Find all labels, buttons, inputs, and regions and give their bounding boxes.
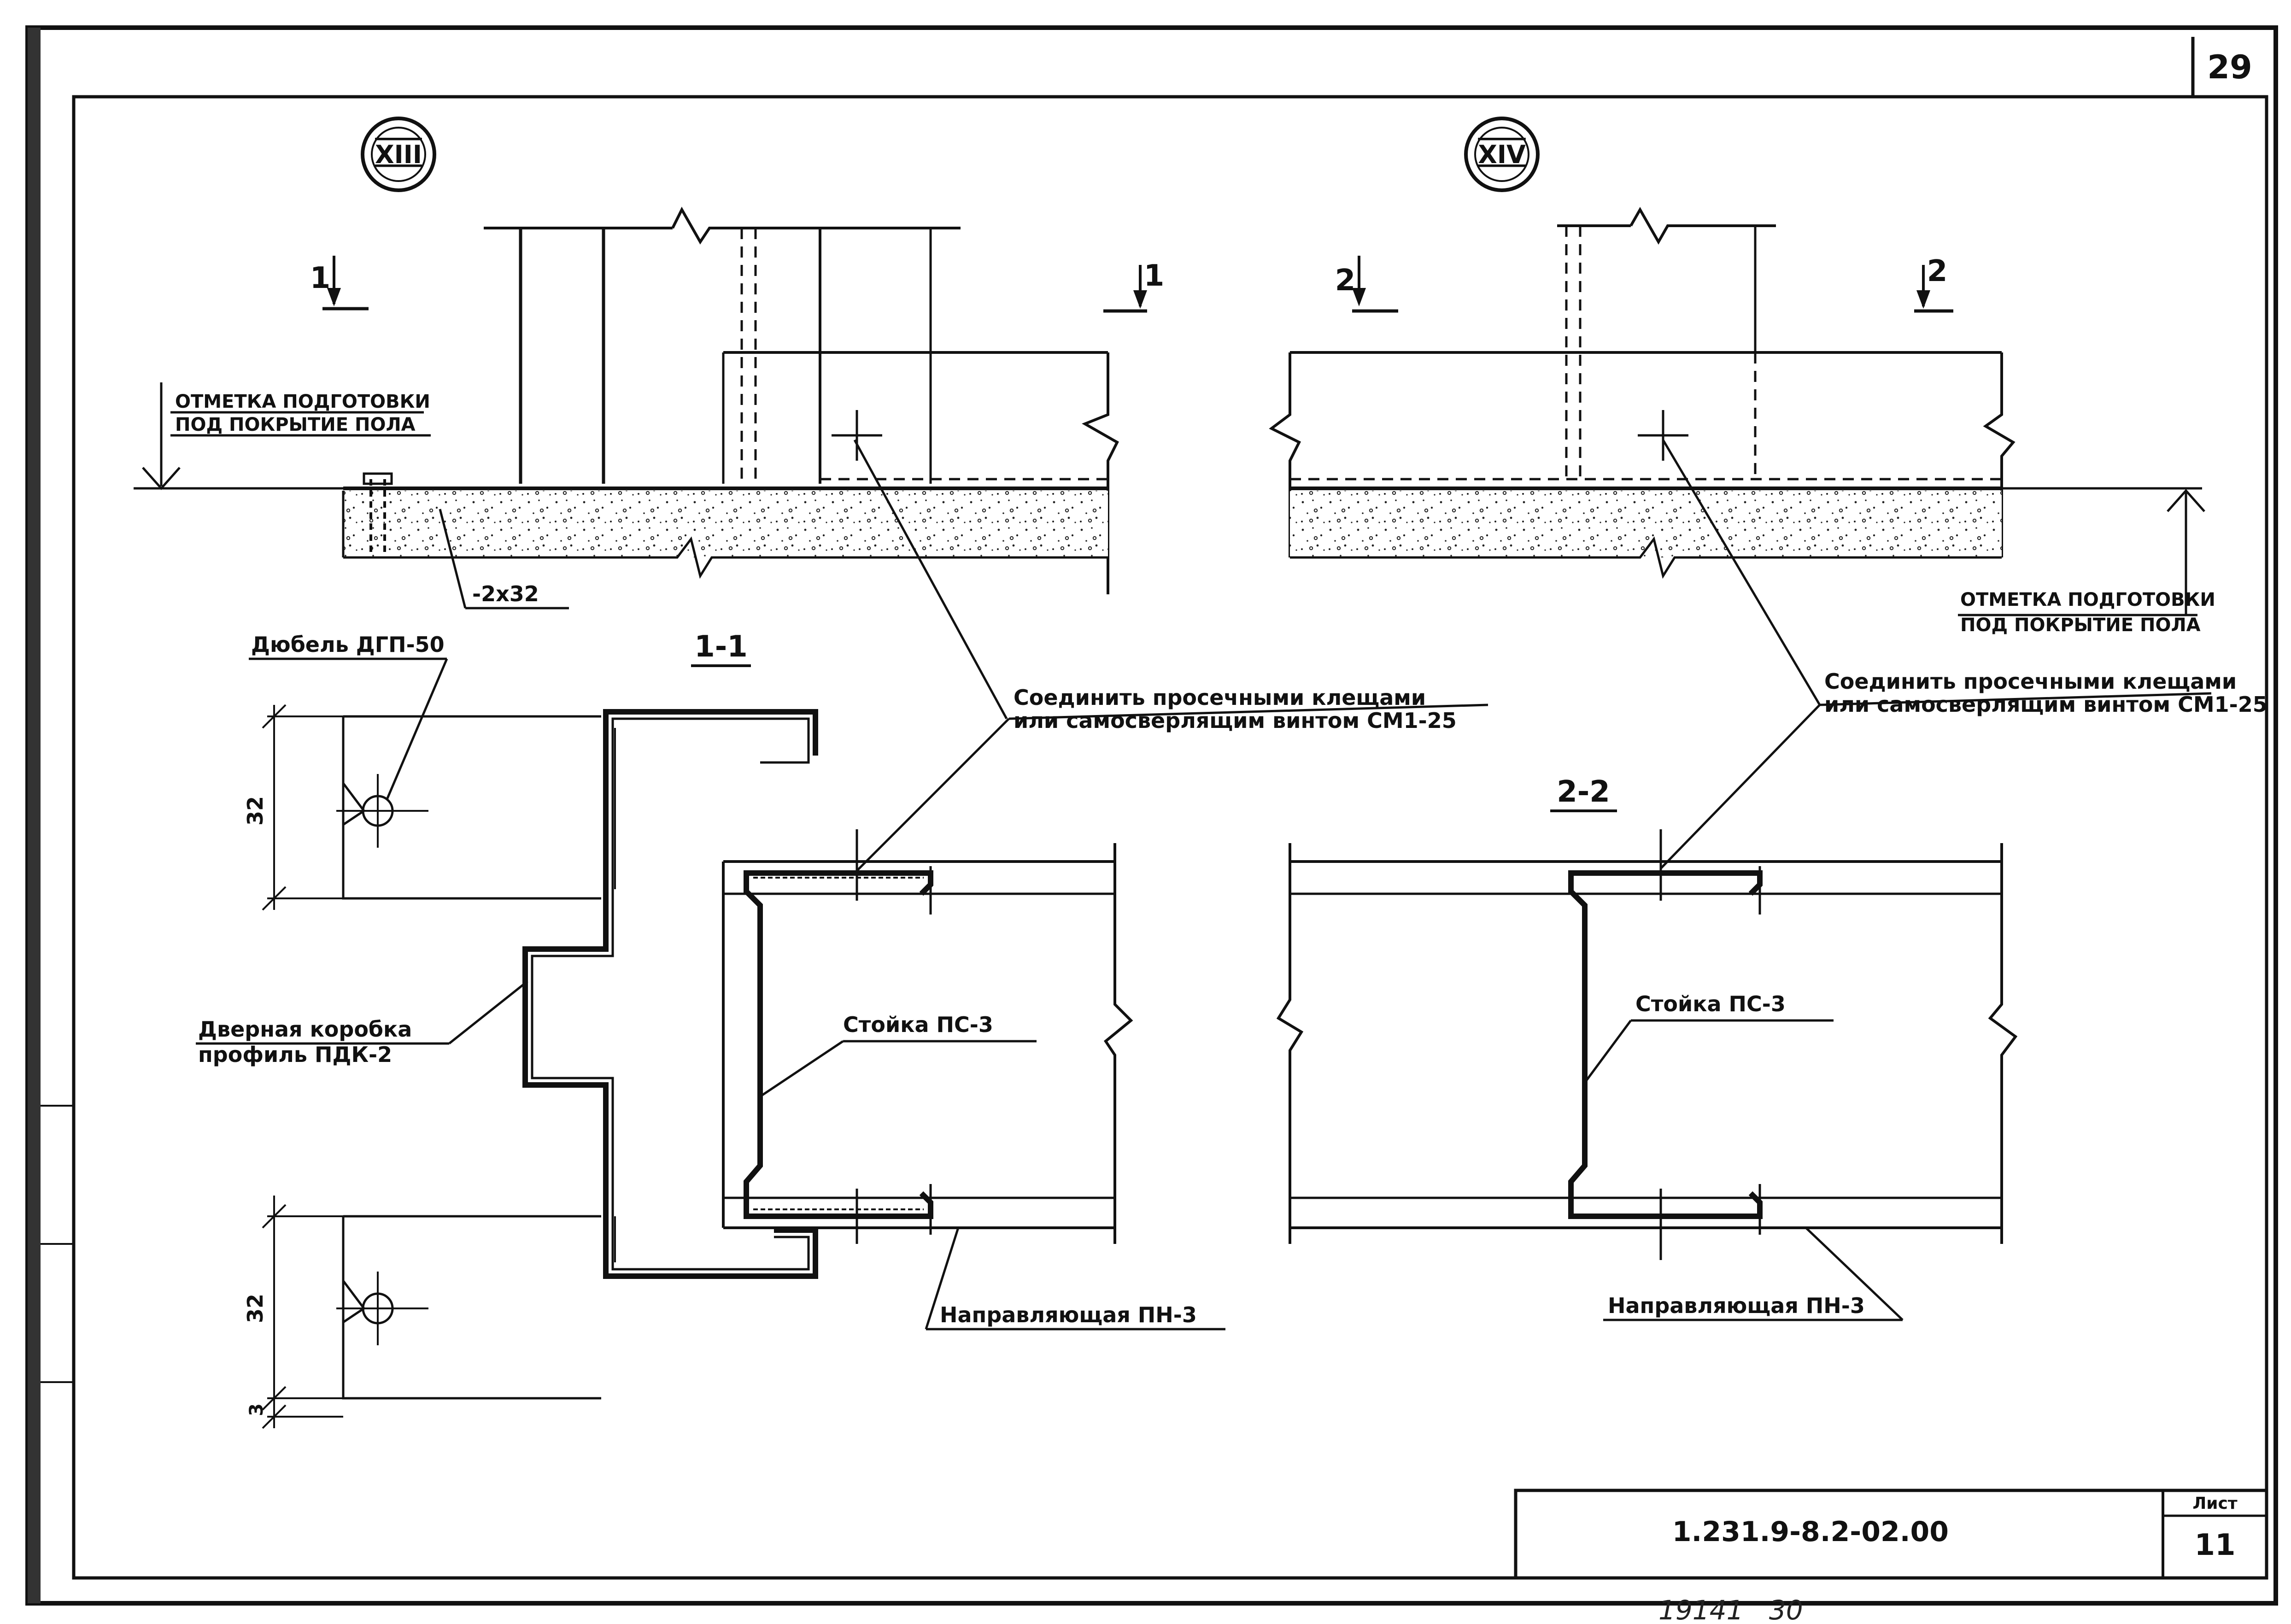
- connect-label-1-line2: или самосверлящим винтом СМ1-25: [1014, 708, 1457, 733]
- cut-1-right-label: 1: [1144, 259, 1165, 293]
- document-code: 1.231.9-8.2-02.00: [1672, 1516, 1949, 1548]
- guide-label-1: Направляющая ПН-3: [940, 1302, 1197, 1327]
- door-frame-label-line2: профиль ПДК-2: [198, 1042, 392, 1067]
- dowel-label: Дюбель ДГП-50: [251, 632, 445, 657]
- stud-label-1: Стойка ПС-3: [843, 1012, 993, 1037]
- dim-bottom-32: 32: [243, 1294, 268, 1323]
- strip-label: -2x32: [472, 581, 539, 606]
- dim-small-3: 3: [246, 1403, 267, 1416]
- guide-label-2: Направляющая ПН-3: [1608, 1293, 1865, 1318]
- section-2-2-title: 2-2: [1557, 775, 1610, 809]
- detail-xiv: [1269, 117, 2205, 616]
- detail-xiii: [134, 117, 1147, 610]
- list-label: Лист: [2192, 1494, 2237, 1513]
- connect-label-1-line1: Соединить просечными клещами: [1014, 685, 1426, 710]
- level-note-right-line1: ОТМЕТКА ПОДГОТОВКИ: [1960, 589, 2215, 610]
- page-number: 29: [2207, 48, 2252, 86]
- connect-label-2-line1: Соединить просечными клещами: [1824, 669, 2237, 694]
- sheet-frame: [25, 25, 2278, 1606]
- title-block: [1514, 1489, 2268, 1580]
- section-1-1-drawing: [196, 410, 1488, 1429]
- dim-top-32: 32: [243, 796, 268, 826]
- level-note-right-line2: ПОД ПОКРЫТИЕ ПОЛА: [1960, 615, 2201, 636]
- footer-note: 19141 30: [1658, 1595, 1803, 1624]
- section-1-1-title: 1-1: [694, 630, 748, 664]
- level-note-left-line2: ПОД ПОКРЫТИЕ ПОЛА: [175, 414, 416, 435]
- list-number: 11: [2194, 1528, 2235, 1562]
- connect-label-2-line2: или самосверлящим винтом СМ1-25: [1824, 692, 2268, 717]
- door-frame-label-line1: Дверная коробка: [198, 1017, 412, 1042]
- section-2-2-drawing: [1276, 410, 2212, 1321]
- level-note-left-line1: ОТМЕТКА ПОДГОТОВКИ: [175, 391, 430, 412]
- stud-label-2: Стойка ПС-3: [1635, 991, 1786, 1016]
- cut-2-left-label: 2: [1335, 264, 1356, 298]
- detail-xiii-marker: XIII: [375, 140, 422, 169]
- detail-xiv-marker: XIV: [1478, 140, 1526, 169]
- cut-1-left-label: 1: [310, 261, 331, 295]
- cut-2-right-label: 2: [1927, 254, 1948, 288]
